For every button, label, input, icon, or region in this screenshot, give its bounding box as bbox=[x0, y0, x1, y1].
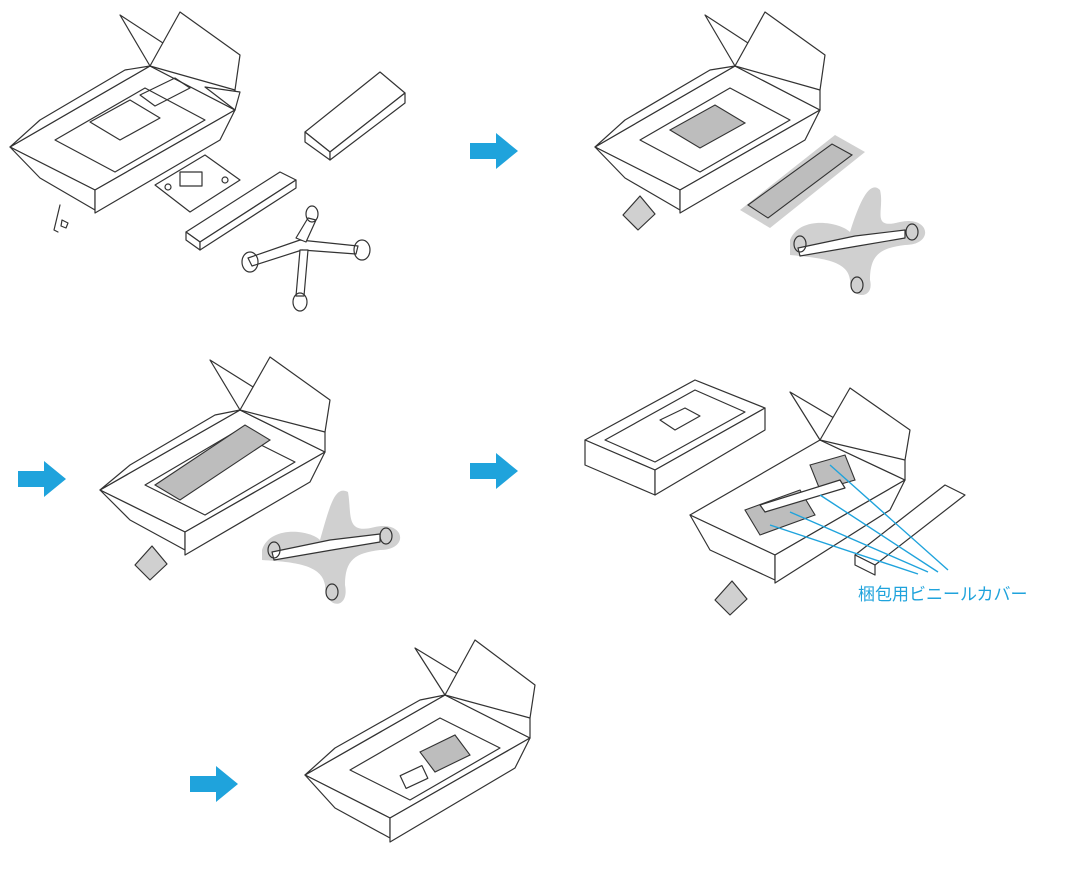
step1-lid-box bbox=[305, 72, 405, 160]
step3-star-base-bagged bbox=[262, 491, 400, 604]
step4-hardware-bag bbox=[715, 581, 747, 615]
step3-hardware-bag bbox=[135, 546, 167, 580]
step5-open-box bbox=[305, 640, 535, 842]
step1-hex-key bbox=[54, 205, 68, 232]
right-arrow-icon bbox=[470, 133, 518, 169]
step1-star-base bbox=[242, 206, 370, 311]
step4-lid bbox=[585, 380, 765, 495]
step3-open-box bbox=[100, 357, 330, 555]
right-arrow-icon bbox=[18, 461, 66, 497]
right-arrow-icon bbox=[470, 453, 518, 489]
step2-star-base-bagged bbox=[790, 187, 925, 295]
right-arrow-icon bbox=[190, 766, 238, 802]
step2-hardware-bag bbox=[623, 196, 655, 230]
packing-vinyl-cover-label: 梱包用ビニールカバー bbox=[858, 580, 1028, 605]
